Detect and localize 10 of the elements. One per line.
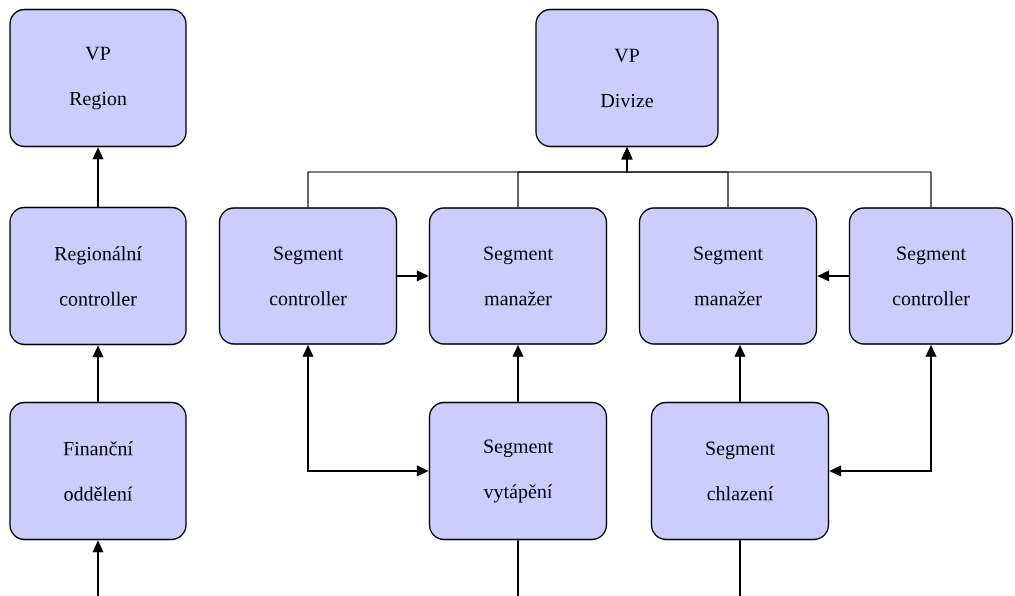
- process-box: Segment manažer: [428, 207, 608, 345]
- process-box: VP Region: [9, 8, 187, 148]
- process-box: Segment manažer: [638, 207, 818, 345]
- process-box: Finanční oddělení: [9, 401, 187, 541]
- process-box: VP Divize: [535, 8, 719, 148]
- process-box: Regionální controller: [9, 206, 187, 346]
- process-box: Segment chlazení: [650, 401, 830, 541]
- process-box: Segment vytápění: [428, 401, 608, 541]
- process-box: Segment controller: [848, 207, 1014, 345]
- process-box: Segment controller: [218, 207, 398, 345]
